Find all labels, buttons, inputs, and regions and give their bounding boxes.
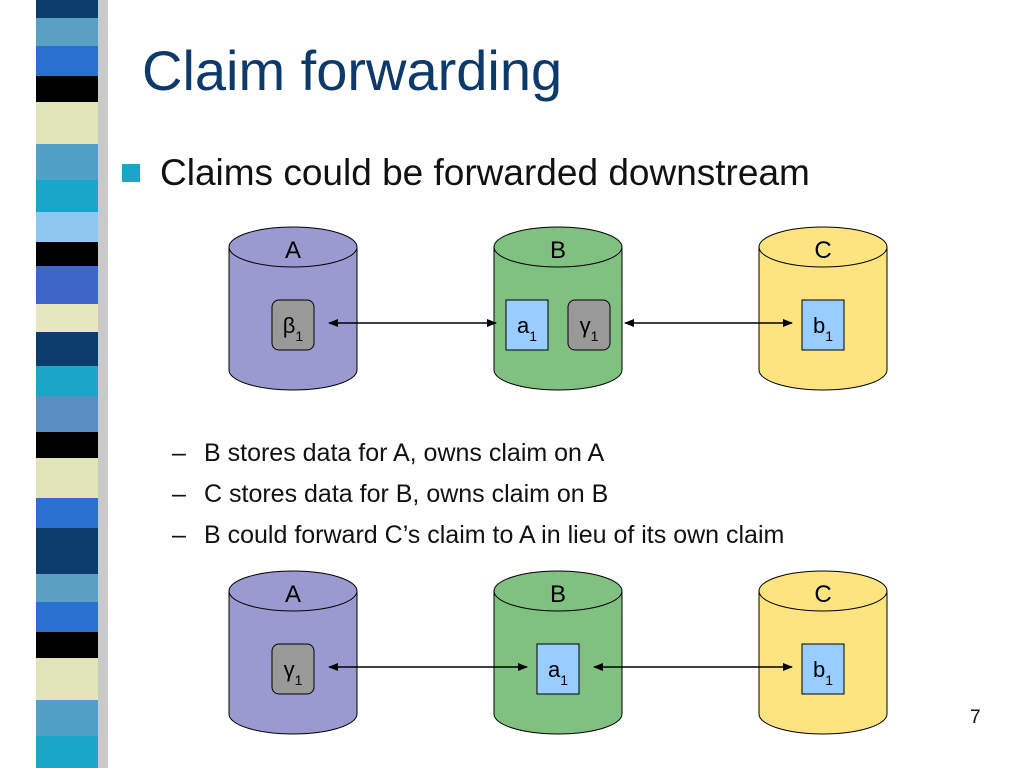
sub-bullet-text: B stores data for A, owns claim on A [204, 439, 605, 467]
claim-rect [271, 643, 315, 695]
claim-rect [801, 299, 845, 351]
sub-bullet: –B stores data for A, owns claim on A [172, 436, 784, 477]
claim-label: γ1 [284, 657, 303, 688]
claim-label: b1 [813, 313, 833, 344]
sub-bullet-list: –B stores data for A, owns claim on A –C… [172, 436, 784, 559]
sidebar-strip [36, 366, 98, 396]
store-label: A [285, 237, 301, 264]
store-a: Aγ1 [228, 570, 358, 735]
sidebar-strip [36, 46, 98, 76]
main-bullet: Claims could be forwarded downstream [122, 152, 810, 194]
claim-box: b1 [801, 299, 845, 351]
sidebar-strip [36, 396, 98, 432]
cylinder-top [758, 570, 888, 612]
claim-label: a1 [517, 313, 537, 344]
sidebar-strip [36, 658, 98, 700]
claim-box: a1 [505, 299, 549, 351]
cylinder-top [228, 226, 358, 268]
dash-icon: – [172, 480, 186, 508]
claim-rect [801, 643, 845, 695]
sub-bullet-text: B could forward C’s claim to A in lieu o… [204, 521, 785, 549]
sidebar-strip [36, 528, 98, 556]
sidebar-strip [36, 332, 98, 366]
sidebar-strip [36, 498, 98, 528]
claim-rect [271, 299, 315, 351]
sidebar-strip [36, 144, 98, 180]
sidebar-strip [36, 556, 98, 574]
store-c: Cb1 [758, 226, 888, 391]
page-number: 7 [970, 707, 981, 728]
store-label: C [814, 581, 831, 608]
claim-box: b1 [801, 643, 845, 695]
slide-title: Claim forwarding [142, 39, 563, 102]
store-label: A [285, 581, 301, 608]
cylinder-top [493, 226, 623, 268]
sidebar-strip [36, 266, 98, 304]
sidebar-strip [36, 18, 98, 46]
claim-box: β1 [271, 299, 315, 351]
sidebar-strip [36, 212, 98, 242]
store-b: Ba1 [493, 570, 623, 735]
sidebar-strip [36, 76, 98, 102]
claim-label: γ1 [580, 313, 599, 344]
sidebar-strip [36, 700, 98, 736]
store-b: Ba1 γ1 [493, 226, 623, 391]
claim-rect [567, 299, 611, 351]
sidebar-strip [36, 180, 98, 212]
claim-label: a1 [548, 657, 568, 688]
dash-icon: – [172, 521, 186, 549]
decorative-sidebar [0, 0, 115, 768]
bullet-square-icon [122, 164, 140, 182]
cylinder-body [493, 247, 623, 391]
sidebar-strip [36, 736, 98, 768]
sidebar-shadow [98, 0, 108, 768]
store-label: B [550, 581, 566, 608]
store-label: C [814, 237, 831, 264]
sidebar-strip [36, 432, 98, 458]
diagram-bottom: Aγ1 Ba1 Cb1 [228, 570, 888, 735]
store-a: Aβ1 [228, 226, 358, 391]
sidebar-strip [36, 602, 98, 632]
claim-rect [536, 643, 580, 695]
sub-bullet: –B could forward C’s claim to A in lieu … [172, 518, 784, 559]
sidebar-strip [36, 304, 98, 332]
sidebar-strip [36, 242, 98, 266]
claim-label: b1 [813, 657, 833, 688]
sidebar-strip [36, 102, 98, 144]
claim-box: a1 [536, 643, 580, 695]
main-bullet-text: Claims could be forwarded downstream [160, 152, 810, 193]
claim-box: γ1 [567, 299, 611, 351]
cylinder-top [493, 570, 623, 612]
sidebar-strip [36, 574, 98, 602]
sidebar-strip [36, 0, 98, 18]
sub-bullet-text: C stores data for B, owns claim on B [204, 480, 609, 508]
claim-rect [505, 299, 549, 351]
cylinder-top [758, 226, 888, 268]
sub-bullet: –C stores data for B, owns claim on B [172, 477, 784, 518]
claim-label: β1 [283, 313, 304, 344]
cylinder-top [228, 570, 358, 612]
store-label: B [550, 237, 566, 264]
diagram-top: Aβ1 Ba1 γ1 Cb1 [228, 226, 888, 391]
store-c: Cb1 [758, 570, 888, 735]
dash-icon: – [172, 439, 186, 467]
sidebar-strip [36, 632, 98, 658]
sidebar-strip [36, 458, 98, 498]
claim-box: γ1 [271, 643, 315, 695]
